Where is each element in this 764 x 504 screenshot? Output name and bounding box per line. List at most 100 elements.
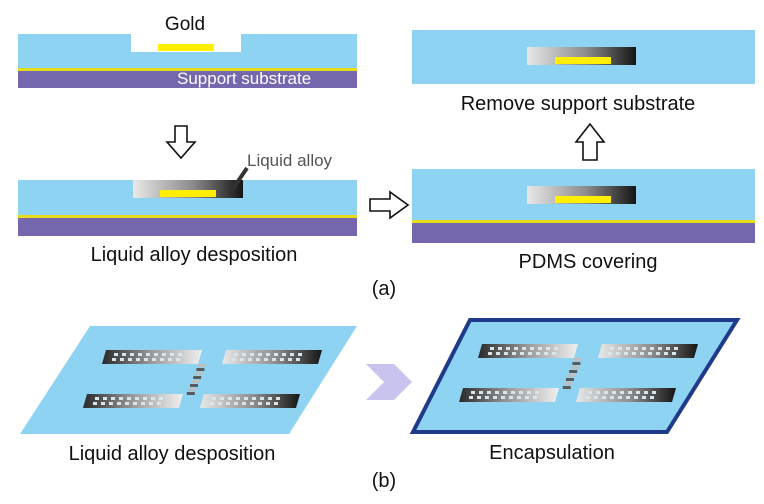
perforation-hole: [656, 352, 660, 355]
hollow-arrow-down-icon: [165, 125, 197, 160]
perforation-hole: [652, 391, 656, 394]
perforation-hole: [634, 396, 638, 399]
perforation-hole: [618, 347, 622, 350]
perforation-hole: [258, 353, 262, 356]
panel-b-right-label: Encapsulation: [489, 442, 615, 464]
perforation-hole: [514, 347, 518, 350]
step-pdms-covering: PDMS covering: [412, 169, 755, 273]
perforation-hole: [496, 352, 500, 355]
center-stripe-segment: [188, 388, 197, 391]
perforation-hole: [141, 402, 145, 405]
perforation-hole: [234, 353, 238, 356]
support-substrate: [412, 223, 755, 243]
center-stripe-segment: [570, 366, 579, 369]
perforation-hole: [228, 397, 232, 400]
center-stripe-segment: [564, 382, 573, 385]
perforation-hole: [604, 391, 608, 394]
perforation-hole: [525, 396, 529, 399]
center-stripe-segment: [572, 362, 581, 365]
perforation-hole: [535, 391, 539, 394]
perforation-hole: [501, 396, 505, 399]
perforation-hole: [276, 397, 280, 400]
perforation-hole: [479, 391, 483, 394]
perforation-hole: [628, 391, 632, 394]
perforation-hole: [250, 402, 254, 405]
perforation-hole: [220, 397, 224, 400]
perforation-hole: [226, 402, 230, 405]
step-remove-label: Remove support substrate: [461, 93, 696, 115]
perforation-hole: [136, 358, 140, 361]
perforation-hole: [528, 352, 532, 355]
perforation-hole: [594, 396, 598, 399]
center-stripe-segment: [193, 376, 202, 379]
perforation-hole: [111, 397, 115, 400]
perforation-hole: [596, 391, 600, 394]
perforation-hole: [280, 358, 284, 361]
perforation-hole: [274, 353, 278, 356]
support-substrate: [18, 71, 357, 88]
center-stripe-segment: [566, 378, 574, 381]
perforation-hole: [144, 358, 148, 361]
perforation-hole: [648, 352, 652, 355]
perforation-hole: [469, 396, 473, 399]
step-gold-pattern: Gold Support substrate: [18, 14, 357, 88]
gold-line: [18, 68, 357, 71]
perforation-hole: [95, 397, 99, 400]
perforation-hole: [616, 352, 620, 355]
perforation-hole: [664, 352, 668, 355]
electrode-pad: [83, 394, 183, 408]
perforation-hole: [128, 358, 132, 361]
perforation-hole: [618, 396, 622, 399]
perforation-hole: [509, 396, 513, 399]
perforation-hole: [232, 358, 236, 361]
perforation-hole: [624, 352, 628, 355]
perforation-hole: [634, 347, 638, 350]
center-stripe-segment: [562, 386, 571, 389]
perforation-hole: [471, 391, 475, 394]
panel-b-label: (b): [372, 470, 396, 492]
perforation-hole: [122, 353, 126, 356]
center-stripe-segment: [567, 374, 576, 377]
gold-line: [18, 215, 357, 218]
chevron-arrow-right-icon: [366, 364, 412, 400]
perforation-hole: [636, 391, 640, 394]
perforation-hole: [244, 397, 248, 400]
perforation-hole: [268, 397, 272, 400]
perforation-hole: [236, 397, 240, 400]
perforation-hole: [130, 353, 134, 356]
gold-label: Gold: [165, 14, 205, 35]
perforation-hole: [612, 391, 616, 394]
gold-electrode: [555, 196, 611, 203]
perforation-hole: [650, 347, 654, 350]
perforation-hole: [522, 347, 526, 350]
perforation-hole: [272, 358, 276, 361]
perforation-hole: [152, 358, 156, 361]
perforation-hole: [544, 352, 548, 355]
perforation-hole: [138, 353, 142, 356]
liquid-alloy-label: Liquid alloy: [247, 151, 333, 170]
perforation-hole: [608, 352, 612, 355]
perforation-hole: [143, 397, 147, 400]
perforation-hole: [511, 391, 515, 394]
perforation-hole: [160, 358, 164, 361]
center-stripe-segment: [569, 370, 578, 373]
perforation-hole: [252, 397, 256, 400]
perforation-hole: [258, 402, 262, 405]
perforation-hole: [666, 347, 670, 350]
pdms-layer: [18, 34, 357, 70]
perforation-hole: [642, 396, 646, 399]
perforation-hole: [498, 347, 502, 350]
center-stripe-segment: [194, 372, 203, 375]
step-remove-substrate: Remove support substrate: [412, 30, 755, 115]
perforation-hole: [117, 402, 121, 405]
perforation-hole: [260, 397, 264, 400]
perforation-hole: [527, 391, 531, 394]
electrode-pad: [478, 344, 578, 358]
step-pdms-label: PDMS covering: [519, 251, 658, 273]
perforation-hole: [240, 358, 244, 361]
perforation-hole: [644, 391, 648, 394]
perforation-hole: [159, 397, 163, 400]
perforation-hole: [538, 347, 542, 350]
perforation-hole: [242, 402, 246, 405]
